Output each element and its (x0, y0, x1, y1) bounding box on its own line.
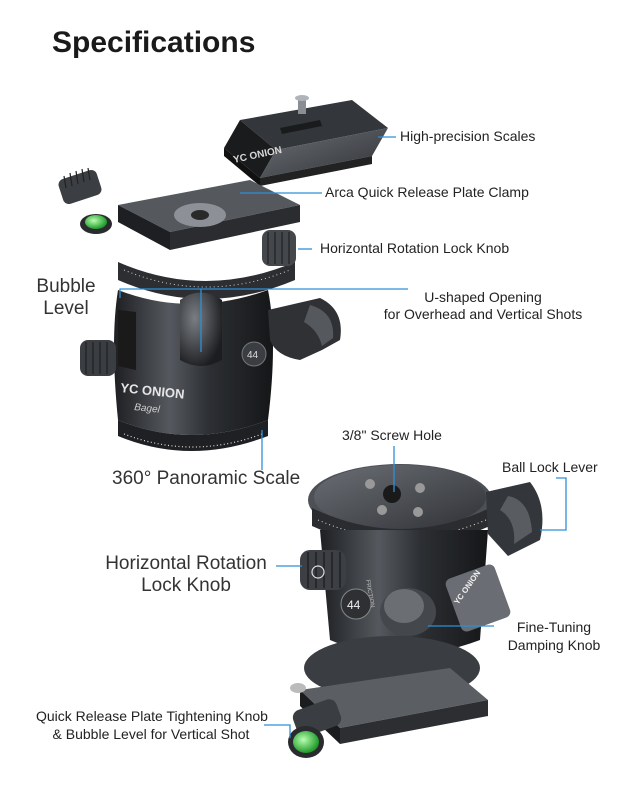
label-bubble-level-line1: Bubble (36, 276, 96, 297)
label-fine-tuning-line1: Fine-Tuning (516, 619, 592, 635)
friction-text: FRICTION (364, 579, 375, 608)
knob-number-top: 44 (247, 350, 259, 361)
label-qr-tightening-line1: Quick Release Plate Tightening Knob (36, 708, 268, 724)
label-screw-hole: 3/8" Screw Hole (342, 427, 442, 443)
label-horizontal-lock-bottom-line1: Horizontal Rotation (105, 553, 267, 574)
label-arca-clamp: Arca Quick Release Plate Clamp (325, 184, 529, 200)
knob-number-bottom: 44 (347, 598, 361, 612)
leader-lines (119, 136, 567, 738)
label-horizontal-lock-bottom: Horizontal Rotation Lock Knob (100, 553, 272, 597)
label-bubble-level: Bubble Level (26, 276, 106, 320)
label-u-opening: U-shaped Opening for Overhead and Vertic… (368, 289, 598, 323)
label-fine-tuning: Fine-Tuning Damping Knob (498, 618, 610, 654)
head-brand-text: YC ONION (120, 380, 186, 402)
quick-release-plate: YC ONION (224, 95, 388, 186)
label-qr-tightening-line2: & Bubble Level for Vertical Shot (52, 726, 250, 742)
label-ball-lock-lever: Ball Lock Lever (502, 459, 598, 475)
panoramic-head-bottom: YC ONION FRICTION 44 (288, 464, 543, 758)
label-u-opening-line2: for Overhead and Vertical Shots (383, 306, 583, 322)
label-high-precision-scales: High-precision Scales (400, 128, 536, 144)
label-panoramic-scale: 360° Panoramic Scale (112, 468, 301, 489)
head-model-text: Bagel (134, 402, 161, 416)
ball-head-top: 44 YC ONION Bagel (58, 167, 341, 451)
label-qr-tightening: Quick Release Plate Tightening Knob & Bu… (36, 707, 268, 743)
label-horizontal-lock-top: Horizontal Rotation Lock Knob (320, 240, 510, 256)
page-title: Specifications (52, 26, 256, 59)
label-horizontal-lock-bottom-line2: Lock Knob (141, 575, 231, 596)
label-bubble-level-line2: Level (43, 298, 89, 319)
label-fine-tuning-line2: Damping Knob (507, 637, 601, 653)
label-u-opening-line1: U-shaped Opening (424, 289, 542, 305)
